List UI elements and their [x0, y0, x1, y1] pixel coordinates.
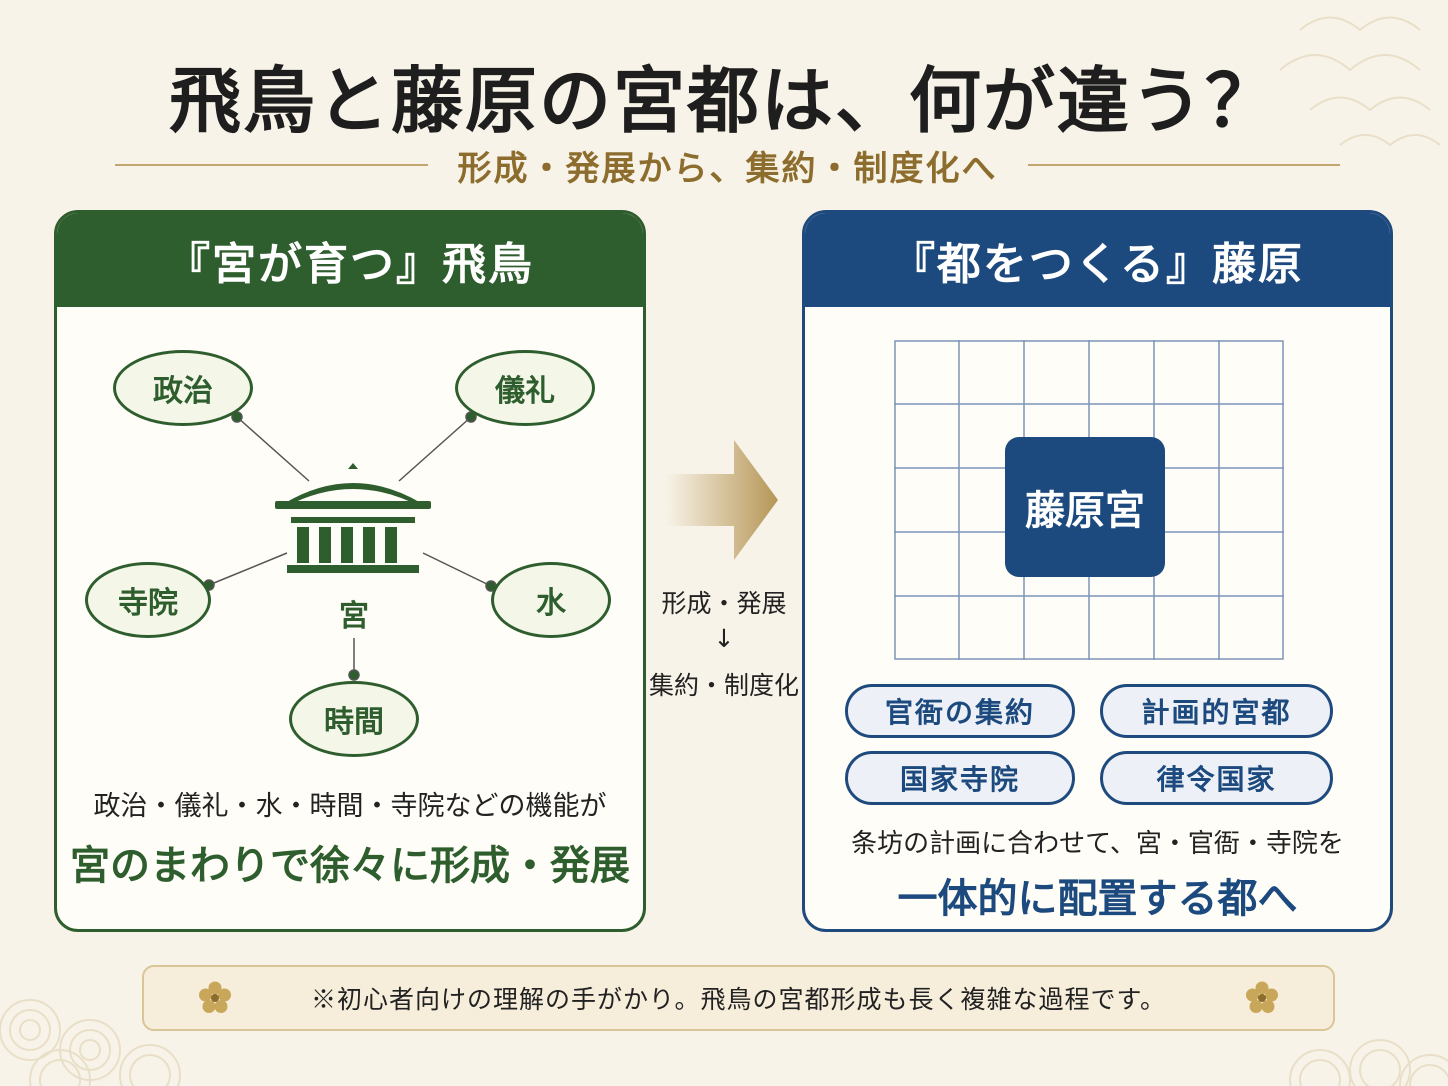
fujiwara-panel-header: 『都をつくる』藤原 [805, 213, 1390, 307]
node-temple: 寺院 [85, 562, 211, 638]
asuka-emphasis: 宮のまわりで徐々に形成・発展 [70, 842, 630, 889]
fujiwara-description: 条坊の計画に合わせて、宮・官衙・寺院を [851, 829, 1344, 859]
tag-planned-capital: 計画的宮都 [1100, 684, 1333, 738]
asuka-panel: 『宮が育つ』飛鳥 宮 政治 儀礼 [54, 210, 646, 932]
asuka-description: 政治・儀礼・水・時間・寺院などの機能が [93, 791, 607, 822]
palace-label: 宮 [339, 599, 369, 634]
palace-icon [275, 463, 431, 573]
node-water: 水 [491, 562, 611, 638]
wave-pattern-bottom-right [1289, 1039, 1448, 1086]
transition-arrow [666, 440, 778, 560]
wave-pattern-bottom-left [0, 999, 181, 1086]
note-text: ※初心者向けの理解の手がかり。飛鳥の宮都形成も長く複雑な過程です。 [310, 985, 1166, 1014]
arrow-down-icon: ↓ [713, 624, 735, 653]
fujiwara-emphasis: 一体的に配置する都へ [897, 875, 1298, 922]
subtitle-divider-right [1027, 164, 1340, 166]
asuka-panel-header: 『宮が育つ』飛鳥 [57, 213, 643, 307]
tag-government-offices: 官衙の集約 [845, 684, 1075, 738]
tag-ritsuryo-state: 律令国家 [1100, 751, 1333, 805]
note-box: ※初心者向けの理解の手がかり。飛鳥の宮都形成も長く複雑な過程です。 [142, 965, 1335, 1031]
subtitle-row: 形成・発展から、集約・制度化へ [115, 140, 1340, 190]
arrow-label-formation: 形成・発展 [661, 589, 787, 618]
node-ritual: 儀礼 [455, 350, 595, 426]
node-time: 時間 [289, 681, 419, 757]
tag-national-temple: 国家寺院 [845, 751, 1075, 805]
plum-flower-icon [199, 981, 231, 1013]
plum-flower-icon [1245, 981, 1278, 1013]
fujiwara-palace-box: 藤原宮 [1005, 437, 1165, 577]
page-subtitle: 形成・発展から、集約・制度化へ [457, 148, 998, 189]
wave-pattern-top-right [1279, 16, 1441, 147]
node-politics: 政治 [113, 350, 253, 426]
page-title: 飛鳥と藤原の宮都は、何が違う？ [168, 58, 1279, 143]
subtitle-divider-left [115, 164, 428, 166]
arrow-label-institution: 集約・制度化 [648, 671, 799, 700]
